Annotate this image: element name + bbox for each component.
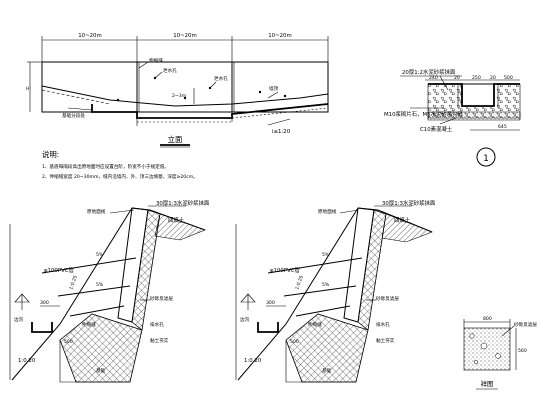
sectionL-top-label: 原地面线	[87, 208, 106, 215]
detail1-masonry-label: M10浆砌片石，M5水泥砂浆勾缝	[384, 110, 463, 118]
sectionR-found-label: 基础	[322, 367, 332, 374]
sectionL-dim-300: 300	[40, 300, 49, 306]
sectionL-backfill-label: 回填土	[168, 216, 185, 224]
dim-spacing-2: 10~20m	[173, 33, 197, 39]
sectionL-slope-pct-2: 5%	[96, 282, 104, 288]
sectionR-backfill-label: 回填土	[394, 216, 411, 224]
sectionL-ratio: 1:0.25	[68, 275, 79, 291]
sectionR-slope-pct-1: 5%	[322, 252, 330, 258]
sectionR-ratio: 1:0.25	[294, 275, 305, 291]
sectionR-dim-500: 500	[290, 339, 299, 345]
sectionL-toe-ratio: 1:0.20	[18, 358, 36, 364]
elevation-view: 10~20m 10~20m 10~20m H	[26, 33, 329, 148]
detail1-dim-250: 250	[472, 75, 481, 81]
sectionR-pipe-label: φ100PVC管	[270, 266, 301, 274]
label-drain-hole-2: 泄水孔	[214, 75, 228, 82]
sectionL-ditch-label: 边沟	[14, 316, 24, 323]
sectionL-filter-label: 砂砾反滤层	[150, 295, 173, 302]
dim-height: H	[26, 86, 29, 92]
label-slope: i≤1:20	[272, 129, 291, 135]
label-drain-hole: 泄水孔	[163, 67, 177, 74]
detail2-height-dim: 560	[518, 348, 527, 354]
label-expansion-joint: 伸缩缝	[149, 57, 163, 64]
notes-line-1: 1、基底每隔段高出原地面时应设置台阶，阶宽不小于规定值。	[42, 163, 169, 170]
section-left: 原地面线 边沟 5% 5% 30厚1:3水泥砂浆抹面 回填土 φ100PVC管 …	[9, 199, 210, 383]
label-gap: 2~3m	[172, 93, 187, 99]
sectionL-drain-label: 排水孔	[150, 321, 164, 328]
detail2-label: 砂砾反滤层	[514, 321, 537, 328]
detail1-dim-20b: 20	[490, 75, 496, 81]
label-foundation: 基础分段处	[62, 112, 85, 119]
sectionR-ditch-label: 边沟	[240, 316, 250, 323]
notes-block: 说明: 1、基底每隔段高出原地面时应设置台阶，阶宽不小于规定值。 2、伸缩缝宽度…	[42, 150, 198, 180]
detail1-marker: 1	[483, 154, 489, 164]
sectionL-clay-label: 黏土夯实	[150, 337, 169, 344]
sectionL-pipe-label: φ100PVC管	[44, 266, 75, 274]
detail1-dim-20a: 20	[454, 75, 460, 81]
sectionR-top-label: 原地面线	[318, 208, 337, 215]
sectionR-plaster-label: 30厚1:3水泥砂浆抹面	[382, 199, 436, 207]
notes-line-2: 2、伸缩缝宽度 20~30mm，缝内沿墙内、外、顶三边填塞，深度≥20cm。	[42, 173, 198, 180]
sectionL-slope-pct-1: 5%	[96, 252, 104, 258]
dim-spacing-1: 10~20m	[78, 33, 102, 39]
sectionR-slope-pct-2: 5%	[322, 282, 330, 288]
sectionR-joint-label: 伸缩缝	[308, 321, 322, 328]
label-wall-top: 墙顶	[269, 85, 279, 92]
sectionR-clay-label: 黏土夯实	[376, 337, 395, 344]
detail-1-drain-channel: 20厚1:2水泥砂浆抹面 240 20 250 20 500 M10浆砌片石，M…	[384, 68, 521, 167]
detail2-caption: 祥图	[481, 379, 494, 388]
detail1-dim-500: 500	[504, 75, 513, 81]
detail1-mortar-label: 20厚1:2水泥砂浆抹面	[402, 68, 456, 76]
sectionL-found-label: 基础	[96, 367, 106, 374]
detail1-dim-645: 645	[498, 124, 507, 130]
detail1-concrete-label: C10素混凝土	[420, 125, 453, 133]
dim-spacing-3: 10~20m	[268, 33, 292, 39]
detail1-dim-240: 240	[429, 75, 438, 81]
detail-2-filter-block: 800 560 砂砾反滤层 祥图	[463, 316, 537, 390]
elevation-title: 立面	[168, 135, 183, 144]
sectionR-dim-300: 300	[266, 300, 275, 306]
sectionR-toe-ratio: 1:0.20	[244, 358, 262, 364]
sectionR-filter-label: 砂砾反滤层	[376, 295, 399, 302]
sectionL-joint-label: 伸缩缝	[82, 321, 96, 328]
sectionL-dim-500: 500	[64, 339, 73, 345]
section-right: 原地面线 边沟 5% 5% 30厚1:3水泥砂浆抹面 回填土 φ100PVC管 …	[235, 199, 436, 383]
notes-title: 说明:	[42, 150, 59, 159]
detail2-width-dim: 800	[483, 316, 492, 322]
sectionL-plaster-label: 30厚1:3水泥砂浆抹面	[156, 199, 210, 207]
sectionR-drain-label: 排水孔	[376, 321, 390, 328]
